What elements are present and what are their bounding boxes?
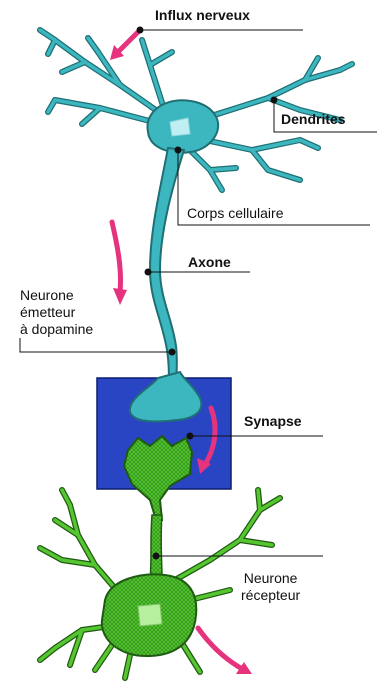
dot-synapse bbox=[187, 433, 193, 439]
label-dendrites: Dendrites bbox=[281, 112, 346, 127]
leader-emetteur bbox=[20, 338, 172, 352]
label-neurone-emetteur: Neurone émetteur à dopamine bbox=[20, 287, 93, 338]
label-emetteur-line-2: émetteur bbox=[20, 304, 93, 321]
receptor-stem bbox=[150, 515, 162, 580]
dot-corps bbox=[175, 147, 181, 153]
arrow-receptor bbox=[198, 628, 244, 670]
label-recepteur-line-2: récepteur bbox=[241, 587, 300, 604]
dot-influx bbox=[137, 27, 143, 33]
arrow-influx bbox=[118, 30, 140, 52]
receptor-terminal bbox=[124, 436, 192, 520]
label-emetteur-line-1: Neurone bbox=[20, 287, 93, 304]
receptor-nucleus bbox=[138, 604, 162, 626]
arrow-axon bbox=[112, 222, 121, 292]
label-neurone-recepteur: Neurone récepteur bbox=[241, 570, 300, 604]
dot-axone bbox=[145, 269, 151, 275]
label-emetteur-line-3: à dopamine bbox=[20, 321, 93, 338]
label-recepteur-line-1: Neurone bbox=[241, 570, 300, 587]
label-synapse: Synapse bbox=[244, 414, 302, 429]
label-influx-nerveux: Influx nerveux bbox=[155, 8, 250, 23]
dot-recepteur bbox=[153, 553, 159, 559]
label-axone: Axone bbox=[188, 255, 231, 270]
dot-emetteur bbox=[169, 349, 175, 355]
dot-dendrites bbox=[271, 97, 277, 103]
label-corps-cellulaire: Corps cellulaire bbox=[187, 206, 283, 221]
